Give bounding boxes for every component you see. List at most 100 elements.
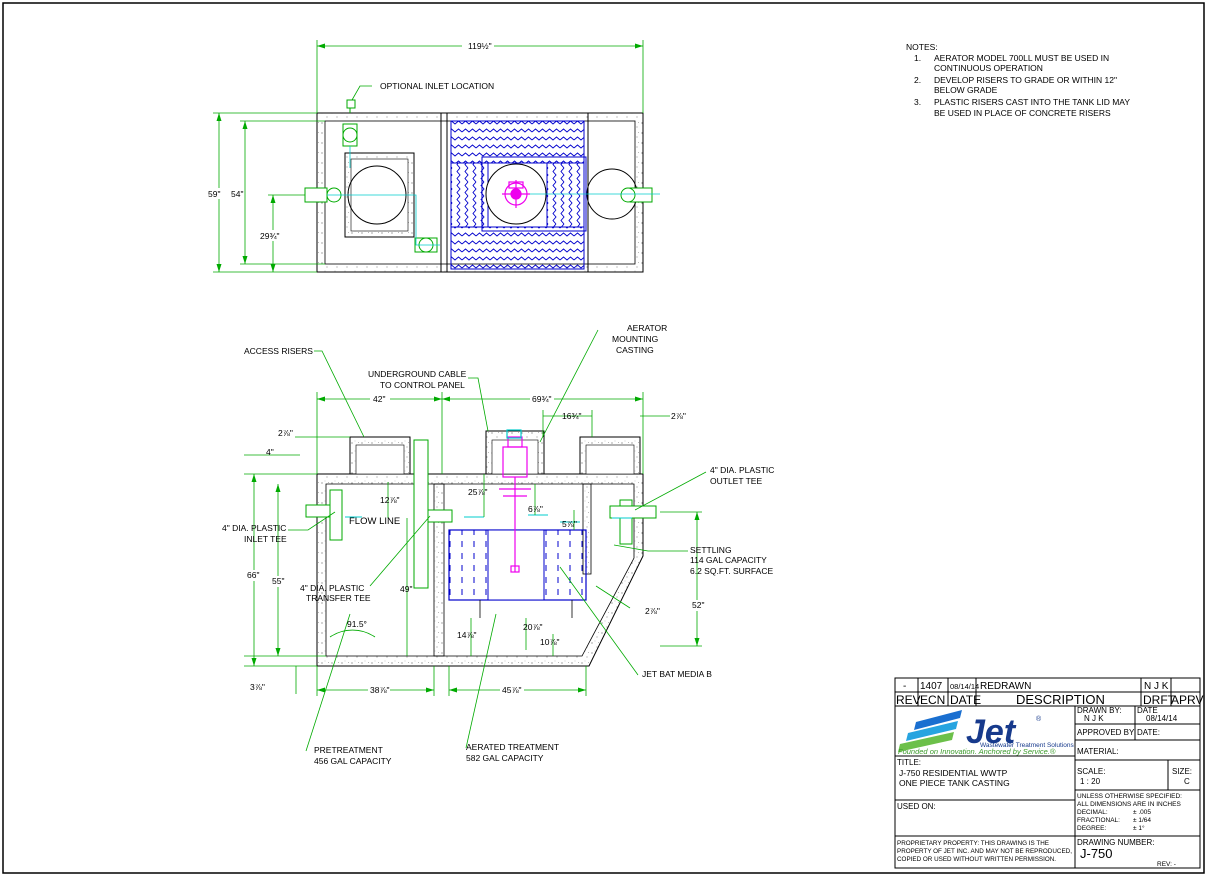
unless-label: UNLESS OTHERWISE SPECIFIED: — [1077, 793, 1182, 800]
proprietary-line-1: PROPRIETARY PROPERTY: THIS DRAWING IS TH… — [897, 840, 1049, 847]
dim-25: 25⅞" — [468, 487, 488, 497]
plan-media-top — [450, 120, 585, 164]
desc-header: DESCRIPTION — [1016, 692, 1105, 707]
section-access-risers — [349, 430, 641, 475]
note-2-line1: DEVELOP RISERS TO GRADE OR WITHIN 12" — [934, 75, 1117, 85]
plan-media-right — [546, 162, 585, 228]
proprietary-line-3: COPIED OR USED WITHOUT WRITTEN PERMISSIO… — [897, 856, 1056, 863]
drft-value: N J K — [1144, 681, 1169, 692]
fractional-label: FRACTIONAL: — [1077, 817, 1120, 824]
note-3-num: 3. — [914, 97, 921, 107]
note-1-num: 1. — [914, 53, 921, 63]
notes-heading: NOTES: — [906, 42, 938, 52]
dim-16: 16¾" — [562, 411, 582, 421]
dim-38: 38⅞" — [370, 685, 390, 695]
dim-49: 49" — [400, 584, 412, 594]
dim-14: 14⅞" — [457, 630, 477, 640]
drawn-by-label: DRAWN BY: — [1077, 706, 1122, 715]
label-inlet-2: INLET TEE — [244, 534, 287, 544]
dim-5: 5⅞" — [562, 519, 577, 529]
dim-69: 69¾" — [532, 394, 552, 404]
ecn-value: 1407 — [920, 681, 943, 692]
drawing-number-label: DRAWING NUMBER: — [1077, 838, 1154, 847]
date-value-2: 08/14/14 — [1146, 714, 1178, 723]
title-block — [894, 677, 1201, 869]
title-line-2: ONE PIECE TANK CASTING — [899, 778, 1010, 788]
dim-4: 4" — [266, 447, 274, 457]
label-flow-line: FLOW LINE — [349, 516, 400, 527]
logo-reg: ® — [1036, 715, 1042, 723]
jet-logo: Jet ® Wastewater Treatment Solutions Fou… — [898, 710, 1074, 756]
label-aerator-2: MOUNTING — [612, 334, 658, 344]
label-access-risers: ACCESS RISERS — [244, 346, 313, 356]
dim-6: 6⅞" — [528, 504, 543, 514]
dim-2c: 2⅞" — [645, 606, 660, 616]
scale-value: 1 : 20 — [1080, 777, 1101, 786]
label-outlet-2: OUTLET TEE — [710, 476, 762, 486]
dim-91: 91.5° — [347, 619, 367, 629]
logo-tagline: Founded on Innovation. Anchored by Servi… — [898, 747, 1056, 756]
label-aerator-1: AERATOR — [627, 323, 667, 333]
label-transfer-1: 4" DIA. PLASTIC — [300, 583, 364, 593]
note-1-line1: AERATOR MODEL 700LL MUST BE USED IN — [934, 53, 1109, 63]
dim-20: 20⅞" — [523, 622, 543, 632]
label-cable-1: UNDERGROUND CABLE — [368, 369, 467, 379]
label-pretreat-2: 456 GAL CAPACITY — [314, 756, 392, 766]
drft-header: DRFT — [1143, 693, 1176, 707]
label-aerator-3: CASTING — [616, 345, 654, 355]
date-value: 08/14/14 — [950, 682, 979, 691]
dim-inner-depth: 54" — [231, 189, 243, 199]
dim-overall-width: 119½" — [468, 41, 492, 51]
label-cable-2: TO CONTROL PANEL — [380, 380, 465, 390]
rev-header: REV — [896, 693, 921, 707]
drawn-by-value: N J K — [1084, 714, 1104, 723]
dim-66: 66" — [247, 570, 259, 580]
drawing-number: J-750 — [1080, 846, 1113, 861]
dim-inlet-offset: 29¾" — [260, 231, 280, 241]
note-3-line1: PLASTIC RISERS CAST INTO THE TANK LID MA… — [934, 97, 1130, 107]
section-view: ACCESS RISERS UNDERGROUND CABLE TO CONTR… — [222, 323, 774, 766]
section-aerator-icon — [499, 436, 531, 573]
label-pretreat-1: PRETREATMENT — [314, 745, 383, 755]
dim-overall-depth: 59" — [208, 189, 220, 199]
dim-55: 55" — [272, 576, 284, 586]
ecn-header: ECN — [920, 693, 945, 707]
approved-label: APPROVED BY: — [1077, 728, 1136, 737]
used-on-label: USED ON: — [897, 802, 936, 811]
size-label: SIZE: — [1172, 767, 1192, 776]
logo-word: Jet — [966, 713, 1017, 751]
note-2-line2: BELOW GRADE — [934, 85, 998, 95]
dim-10: 10⅞" — [540, 637, 560, 647]
label-jet-bat: JET BAT MEDIA B — [642, 669, 712, 679]
scale-label: SCALE: — [1077, 767, 1105, 776]
note-1-line2: CONTINUOUS OPERATION — [934, 63, 1043, 73]
dim-42: 42" — [373, 394, 385, 404]
decimal-value: ± .005 — [1133, 809, 1151, 816]
material-label: MATERIAL: — [1077, 747, 1119, 756]
degree-label: DEGREE: — [1077, 825, 1106, 832]
label-settling-1: SETTLING — [690, 545, 732, 555]
fractional-value: ± 1/64 — [1133, 817, 1151, 824]
degree-value: ± 1° — [1133, 824, 1145, 832]
rev-footer: REV: - — [1157, 861, 1176, 868]
dim-2b: 2⅞" — [278, 428, 293, 438]
note-2-num: 2. — [914, 75, 921, 85]
label-inlet-1: 4" DIA. PLASTIC — [222, 523, 286, 533]
desc-value: REDRAWN — [980, 681, 1031, 692]
dim-45: 45⅞" — [502, 685, 522, 695]
plan-aerator-icon — [502, 180, 530, 208]
plan-view: 119½" 59" 54" 29¾" OPTIONAL INLET LOCATI… — [206, 40, 660, 273]
label-outlet-1: 4" DIA. PLASTIC — [710, 465, 774, 475]
title-label: TITLE: — [897, 758, 921, 767]
dim-2a: 2⅞" — [671, 411, 686, 421]
notes-block: NOTES: 1. AERATOR MODEL 700LL MUST BE US… — [906, 42, 1130, 118]
proprietary-line-2: PROPERTY OF JET INC. AND MAY NOT BE REPR… — [897, 848, 1072, 855]
label-aerated-1: AERATED TREATMENT — [466, 742, 559, 752]
label-aerated-2: 582 GAL CAPACITY — [466, 753, 544, 763]
dim-12: 12⅞" — [380, 495, 400, 505]
note-3-line2: BE USED IN PLACE OF CONCRETE RISERS — [934, 108, 1111, 118]
label-optional-inlet: OPTIONAL INLET LOCATION — [380, 81, 494, 91]
date-label: DATE — [1137, 706, 1158, 715]
